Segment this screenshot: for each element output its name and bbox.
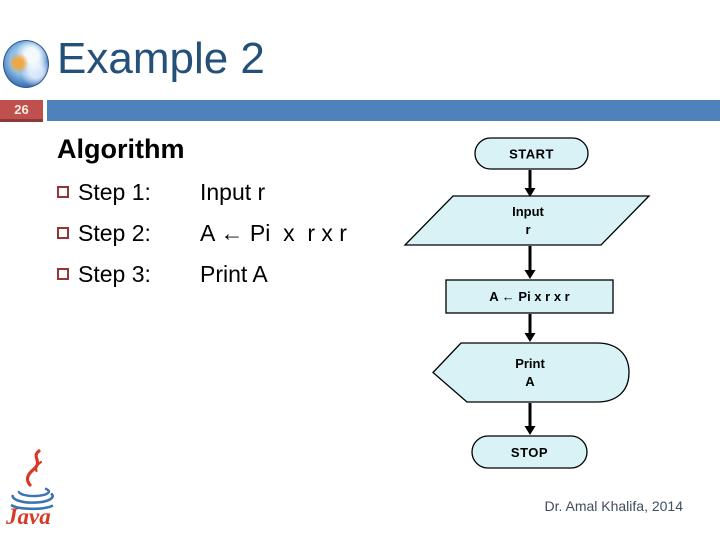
step-label: Step 1: (78, 179, 151, 205)
flowchart-stop-label: STOP (511, 445, 548, 460)
step-value: Input r (200, 179, 266, 205)
java-cup-icon (10, 487, 54, 511)
flowchart-input-label-line1: Input (512, 204, 544, 219)
globe-icon (3, 40, 49, 88)
step-label: Step 2: (78, 220, 151, 246)
flowchart-print-label-line2: A (525, 374, 535, 389)
step-value: Print A (200, 261, 268, 287)
bullet-square-icon (57, 227, 69, 239)
bullet-square-icon (57, 268, 69, 280)
java-wordmark: Java (5, 504, 51, 528)
slide-number-badge: 26 (0, 100, 43, 122)
flow-arrow-down-icon (524, 314, 536, 342)
flow-arrow-down-icon (524, 246, 536, 279)
bullet-square-icon (57, 186, 69, 198)
flowchart-stop-node (471, 435, 588, 469)
section-heading: Algorithm (57, 134, 185, 164)
flow-arrow-down-icon (524, 403, 536, 435)
flow-arrow-down-icon (524, 170, 536, 197)
flowchart-start-node (474, 137, 589, 170)
credit-text: Dr. Amal Khalifa, 2014 (544, 498, 683, 514)
flowchart-input-label-line2: r (525, 222, 530, 237)
java-steam-small-icon (34, 460, 43, 473)
java-steam-icon (25, 449, 41, 487)
header-bar (47, 100, 720, 121)
flowchart-input-node (403, 195, 651, 246)
flowchart-print-label-line1: Print (515, 356, 545, 371)
java-logo-icon: Java (5, 449, 54, 528)
step-value: A ← Pi x r x r (200, 220, 347, 246)
step-label: Step 3: (78, 261, 151, 287)
flowchart-print-node (432, 342, 630, 403)
flowchart-start-label: START (509, 147, 554, 162)
flowchart: START Input r A ← Pi x r x r Print A (403, 137, 651, 469)
flowchart-process-label: A ← Pi x r x r (489, 289, 569, 304)
slide-title: Example 2 (57, 34, 265, 83)
flowchart-process-node (445, 279, 614, 314)
